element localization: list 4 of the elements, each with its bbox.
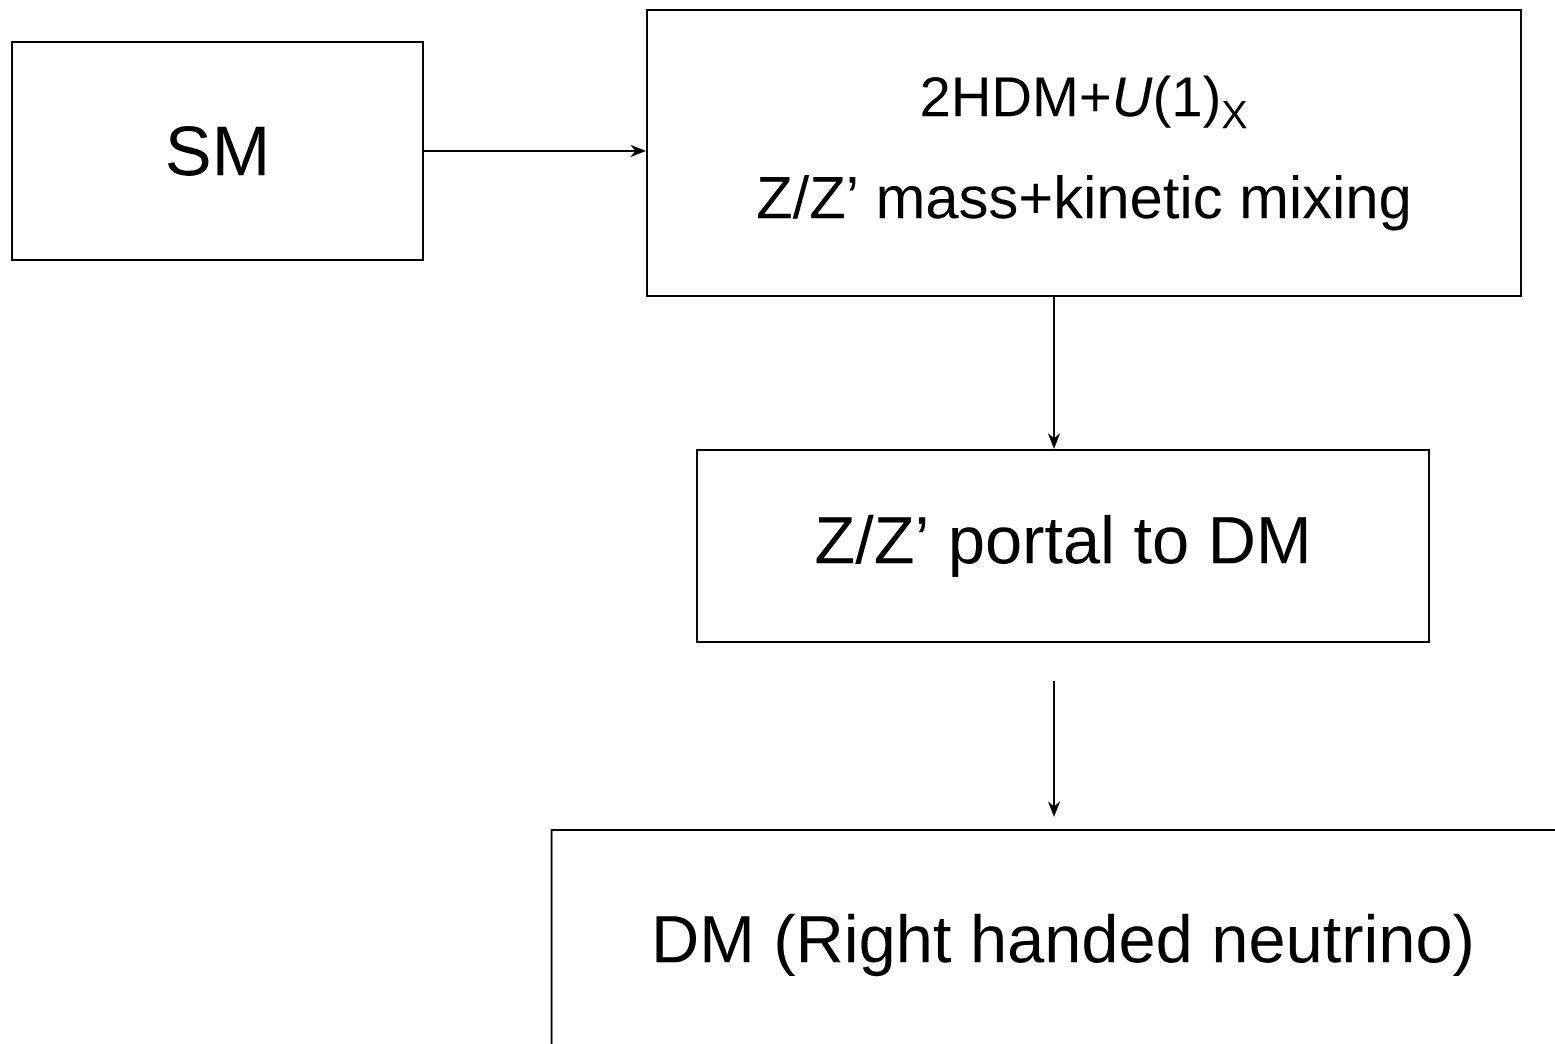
process-box: Z/Z’ portal to DM	[696, 449, 1430, 643]
process-box: DM (Right handed neutrino)	[550, 829, 1555, 1044]
process-box: SM	[11, 41, 424, 261]
process-box: 2HDM+U(1)$_{X}$ Z/Z’ mass+kinetic mixing	[646, 9, 1522, 297]
